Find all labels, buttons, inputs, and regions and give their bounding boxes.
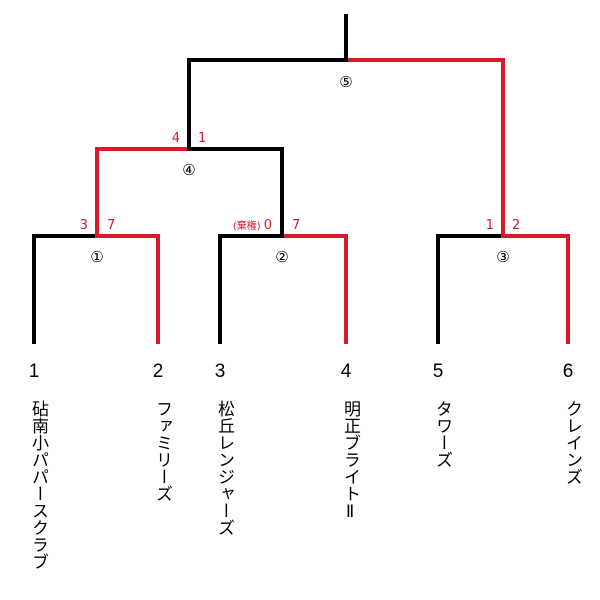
seed-6: 6 xyxy=(562,361,574,382)
match-3-number: ③ xyxy=(496,248,509,266)
match-1-left-line xyxy=(32,234,99,344)
team-name-2: ファミリーズ xyxy=(152,400,172,502)
seed-1: 1 xyxy=(28,361,40,382)
match-1-left-score: 3 xyxy=(80,218,88,233)
seed-2: 2 xyxy=(152,361,164,382)
match-2-right-line xyxy=(280,234,348,344)
team-name-1: 砧南小パパースクラブ xyxy=(28,400,48,570)
match-4-number: ④ xyxy=(182,161,195,179)
final-left-line xyxy=(187,58,348,151)
seed-3: 3 xyxy=(214,361,226,382)
match-2-left-line xyxy=(218,234,284,344)
match-1-right-line xyxy=(95,234,160,344)
match-4-right-score: 1 xyxy=(198,131,206,146)
seed-5: 5 xyxy=(432,361,444,382)
team-name-5: タワーズ xyxy=(432,400,452,468)
match-3-left-line xyxy=(436,234,505,344)
match-4-left-line xyxy=(95,147,191,238)
match-1-number: ① xyxy=(90,248,103,266)
team-name-6: クレインズ xyxy=(562,400,582,485)
match-2-right-score: 7 xyxy=(292,218,300,233)
match-3-right-score: 2 xyxy=(512,218,520,233)
match-2-left-score-value: 0 xyxy=(264,218,272,233)
final-right-line xyxy=(344,58,505,238)
match-3-right-line xyxy=(501,234,570,344)
match-2-left-score: (棄権)0 xyxy=(233,218,272,233)
seed-4: 4 xyxy=(340,361,352,382)
team-name-4: 明正ブライトⅡ xyxy=(340,400,360,522)
match-2-forfeit-note: (棄権) xyxy=(233,219,261,232)
match-5-number: ⑤ xyxy=(339,73,352,91)
match-3-left-score: 1 xyxy=(486,218,494,233)
match-2-number: ② xyxy=(275,248,288,266)
match-1-right-score: 7 xyxy=(107,218,115,233)
team-name-3: 松丘レンジャーズ xyxy=(214,400,234,536)
match-4-right-line xyxy=(187,147,284,238)
match-4-left-score: 4 xyxy=(172,131,180,146)
